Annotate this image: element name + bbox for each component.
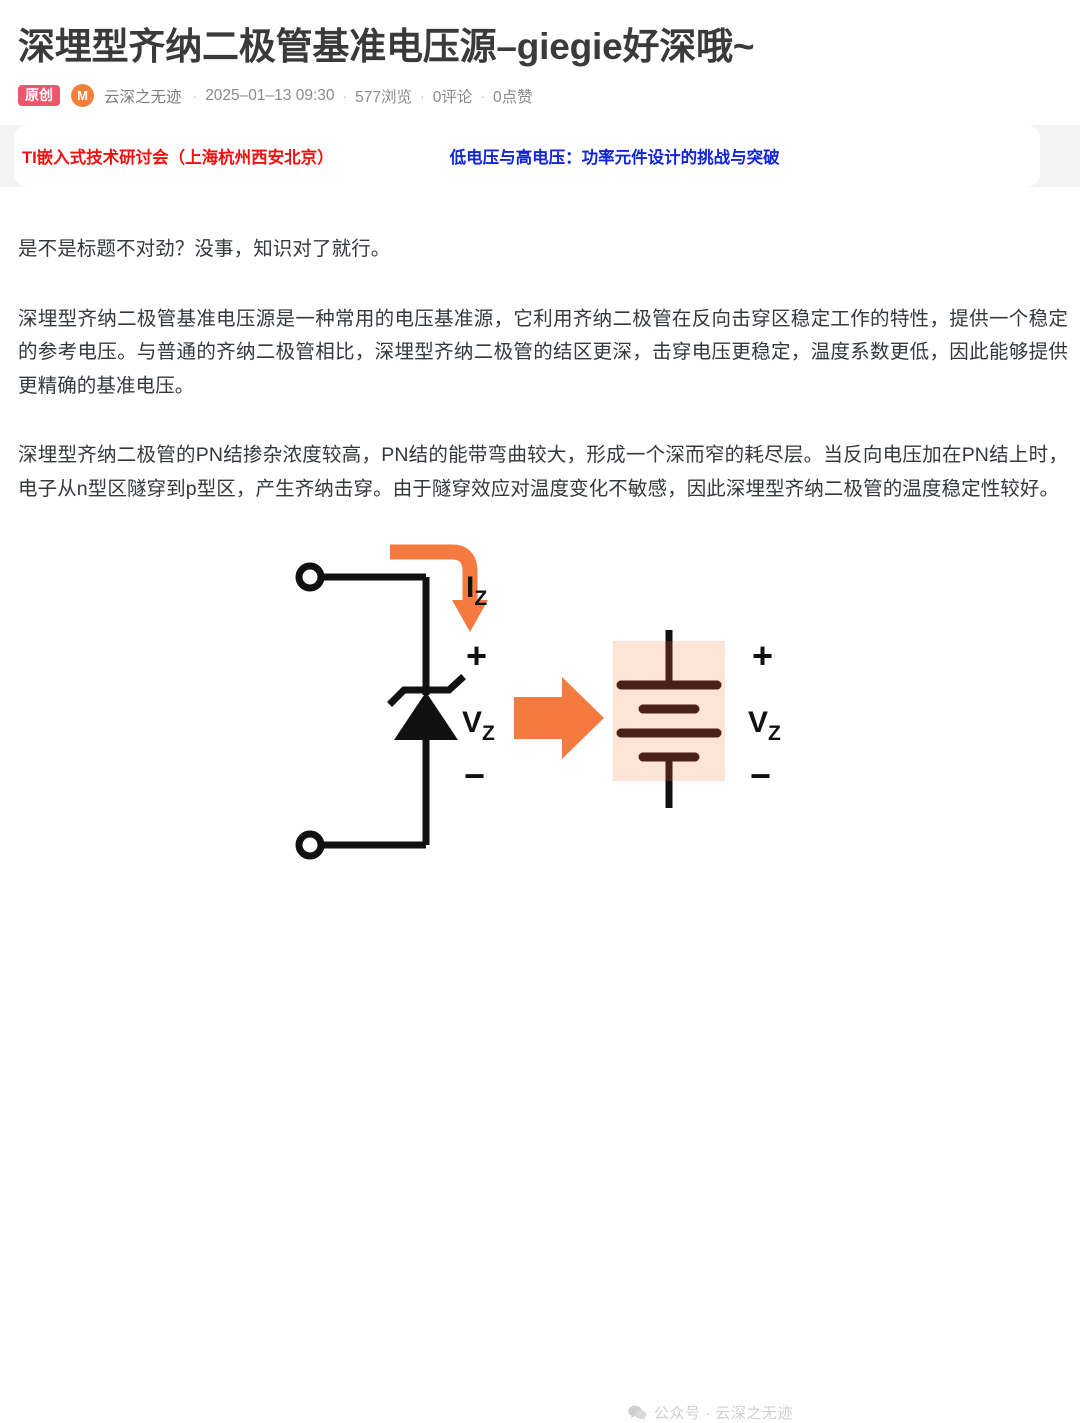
label-minus-battery: − — [750, 755, 771, 796]
label-plus-battery: + — [752, 635, 773, 676]
view-count: 577浏览 — [355, 88, 413, 106]
paragraph-3: 深埋型齐纳二极管的PN结掺杂浓度较高，PN结的能带弯曲较大，形成一个深而窄的耗尽… — [18, 444, 1068, 500]
comment-count: 0评论 — [432, 88, 473, 106]
like-count: 0点赞 — [493, 88, 533, 106]
meta-separator: · — [342, 87, 348, 104]
zener-circuit — [295, 562, 466, 860]
label-iz: IZ — [466, 571, 487, 610]
current-arrow-iz — [390, 544, 488, 633]
paragraph-1: 是不是标题不对劲？没事，知识对了就行。 — [18, 238, 391, 261]
meta-separator: · — [420, 87, 425, 104]
article-meta: 原创 M 云深之无迹 · 2025–01–13 09:30 · 577浏览 · … — [0, 70, 1080, 108]
author-name[interactable]: 云深之无迹 — [104, 88, 182, 106]
battery-equivalent — [616, 630, 722, 809]
terminal-bottom — [295, 830, 325, 860]
wechat-icon — [628, 1405, 647, 1421]
watermark: 公众号 · 云深之无迹 — [628, 1402, 793, 1423]
label-plus-zener: + — [466, 635, 487, 676]
circuit-diagram: IZ + VZ − — [295, 544, 781, 860]
ad-link-ti-seminar[interactable]: TI嵌入式技术研讨会（上海杭州西安北京） — [22, 149, 334, 168]
label-vz-battery: VZ — [748, 706, 781, 745]
original-badge: 原创 — [18, 85, 60, 107]
zener-diode-triangle — [394, 692, 458, 741]
zener-cathode-bar — [387, 674, 466, 708]
circuit-figure: IZ + VZ − — [0, 540, 1080, 1422]
ad-banner-card: TI嵌入式技术研讨会（上海杭州西安北京） 低电压与高电压：功率元件设计的挑战与突… — [14, 125, 1040, 188]
meta-separator: · — [480, 87, 486, 104]
current-arrowhead — [452, 600, 488, 633]
avatar[interactable]: M — [71, 84, 94, 108]
watermark-text: 公众号 · 云深之无迹 — [654, 1405, 793, 1423]
terminal-top — [295, 562, 325, 592]
paragraph-2: 深埋型齐纳二极管基准电压源是一种常用的电压基准源，它利用齐纳二极管在反向击穿区稳… — [18, 307, 1068, 397]
article-body: 是不是标题不对劲？没事，知识对了就行。 深埋型齐纳二极管基准电压源是一种常用的电… — [0, 233, 1080, 506]
label-vz-zener: VZ — [462, 706, 495, 745]
equivalence-arrow — [514, 677, 604, 760]
meta-separator: · — [192, 87, 198, 104]
ad-banner-band: TI嵌入式技术研讨会（上海杭州西安北京） 低电压与高电压：功率元件设计的挑战与突… — [0, 125, 1080, 188]
label-minus-zener: − — [464, 755, 485, 796]
ad-link-power-design[interactable]: 低电压与高电压：功率元件设计的挑战与突破 — [449, 149, 780, 168]
publish-date: 2025–01–13 09:30 — [205, 86, 335, 104]
page-title: 深埋型齐纳二极管基准电压源–giegie好深哦~ — [18, 26, 755, 67]
